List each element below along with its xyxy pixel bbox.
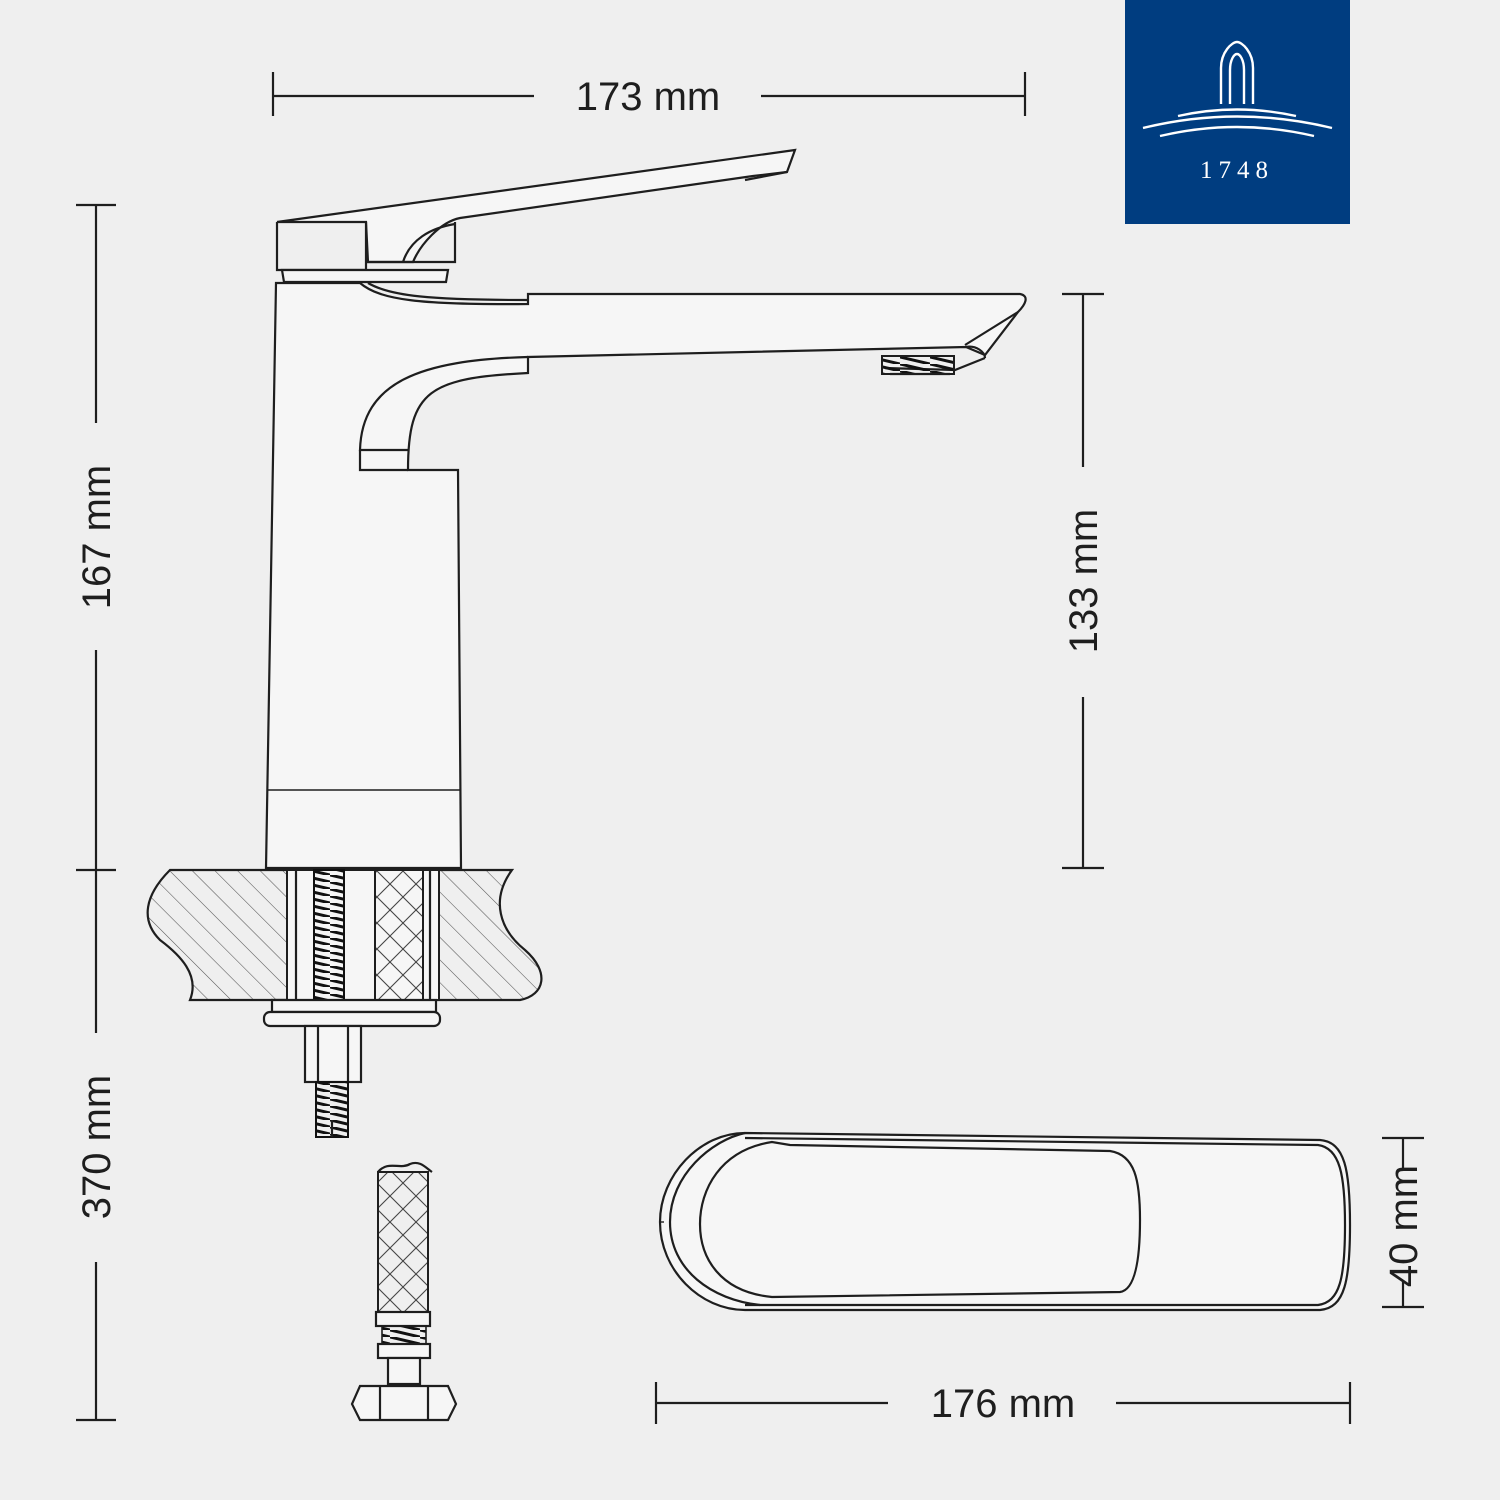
faucet-body xyxy=(264,281,1027,870)
faucet-water-icon xyxy=(1142,40,1333,138)
dimension-label-height-total: 167 mm xyxy=(75,465,119,610)
faucet-top-view xyxy=(658,1131,1352,1312)
dimension-height-total: 167 mm xyxy=(75,203,119,872)
logo-year: 1748 xyxy=(1200,157,1274,184)
logo-background xyxy=(1125,0,1350,224)
connection-hose xyxy=(350,1161,458,1422)
dimension-label-width-top: 173 mm xyxy=(576,75,721,119)
dimension-label-top-view-width: 176 mm xyxy=(931,1382,1076,1426)
dimension-label-top-view-depth: 40 mm xyxy=(1382,1165,1426,1287)
dimension-top-view-depth: 40 mm xyxy=(1382,1136,1426,1309)
dimension-label-hose-length: 370 mm xyxy=(75,1075,119,1220)
brand-logo: 1748 xyxy=(1125,0,1350,224)
countertop-section xyxy=(146,868,543,1138)
dimension-spout-height: 133 mm xyxy=(1062,292,1106,870)
dimension-width-top: 173 mm xyxy=(271,72,1027,119)
dimension-label-spout-height: 133 mm xyxy=(1062,509,1106,654)
dimension-top-view-width: 176 mm xyxy=(654,1382,1352,1426)
aerator xyxy=(881,355,955,375)
faucet-side-view xyxy=(264,148,1027,870)
threaded-rod xyxy=(313,869,345,1006)
dimension-hose-length: 370 mm xyxy=(75,870,119,1422)
lever-handle xyxy=(276,148,797,264)
